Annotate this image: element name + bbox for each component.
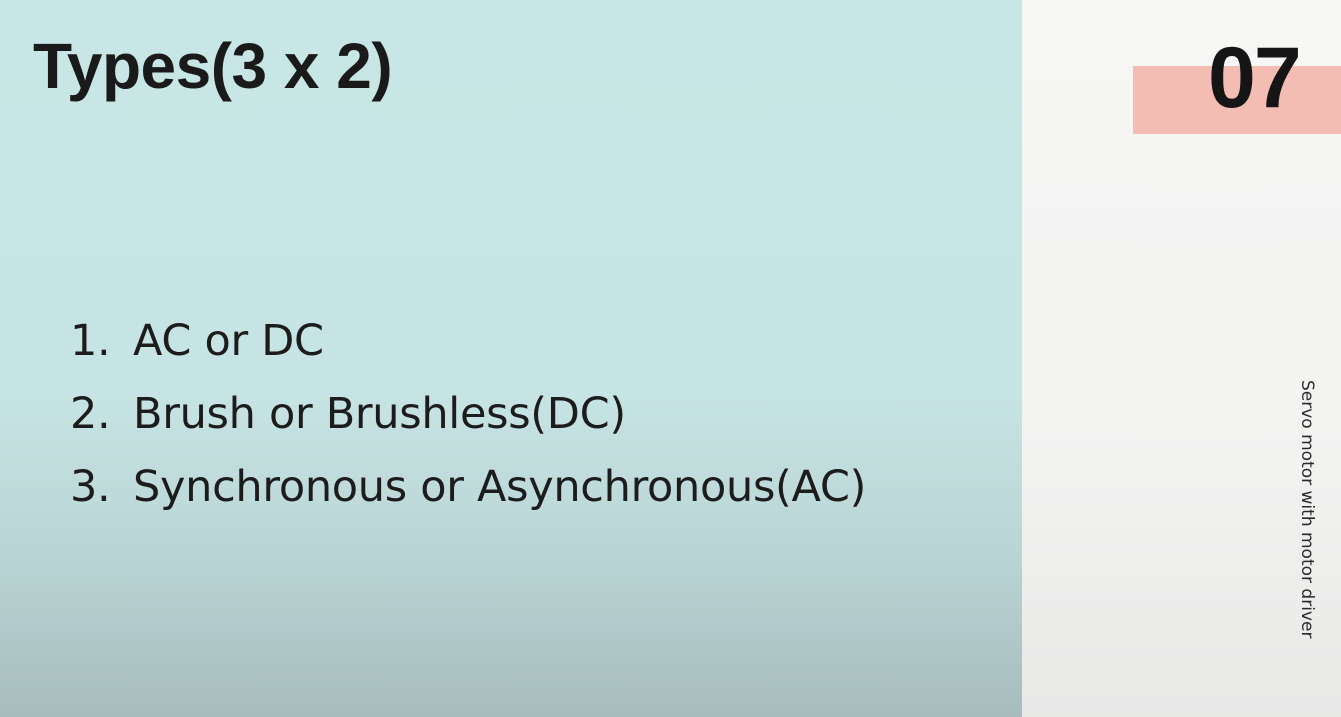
list-item-text: Synchronous or Asynchronous(AC) <box>133 462 867 512</box>
types-list: 1. AC or DC 2. Brush or Brushless(DC) 3.… <box>70 305 866 524</box>
page-number-accent-band <box>1133 66 1341 134</box>
list-item: 2. Brush or Brushless(DC) <box>70 378 866 451</box>
list-item: 1. AC or DC <box>70 305 866 378</box>
slide-content-panel: Types(3 x 2) 1. AC or DC 2. Brush or Bru… <box>0 0 1022 717</box>
list-item-number: 2. <box>70 389 111 439</box>
presentation-caption: Servo motor with motor driver <box>1297 380 1317 639</box>
page-number: 07 <box>1208 30 1302 126</box>
list-item-text: AC or DC <box>133 316 324 366</box>
list-item-number: 3. <box>70 462 111 512</box>
list-item-text: Brush or Brushless(DC) <box>133 389 626 439</box>
slide-title: Types(3 x 2) <box>33 30 393 102</box>
list-item-number: 1. <box>70 316 111 366</box>
list-item: 3. Synchronous or Asynchronous(AC) <box>70 451 866 524</box>
